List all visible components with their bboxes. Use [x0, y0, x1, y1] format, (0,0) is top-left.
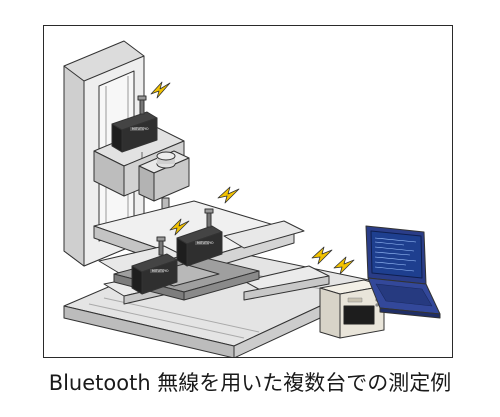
svg-text:MITUTOYO: MITUTOYO: [132, 127, 149, 131]
illustration-frame: MITUTOYO MITUTOYO MITUTOYO: [43, 25, 453, 358]
laptop: [365, 225, 441, 319]
lightning-signal: [150, 81, 355, 275]
caption: Bluetooth 無線を用いた複数台での測定例: [48, 371, 452, 395]
machine-column: [63, 40, 145, 267]
svg-text:MITUTOYO: MITUTOYO: [197, 241, 214, 245]
wireless-gauge: MITUTOYO: [176, 208, 223, 267]
measurement-setup-illustration: MITUTOYO MITUTOYO MITUTOYO: [63, 40, 441, 357]
svg-text:MITUTOYO: MITUTOYO: [152, 269, 169, 273]
wireless-gauge: MITUTOYO: [131, 236, 178, 295]
wireless-gauge: MITUTOYO: [111, 95, 158, 158]
